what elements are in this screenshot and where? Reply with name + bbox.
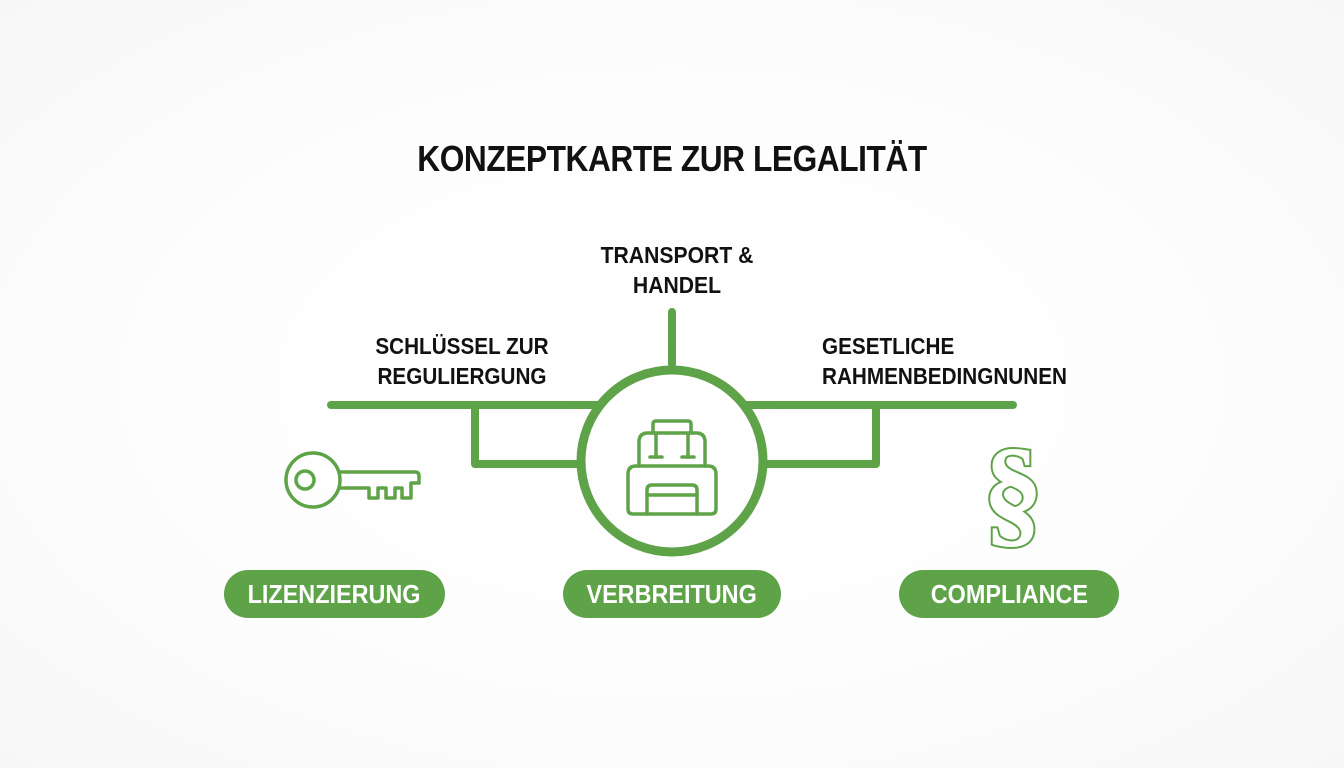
node-label-transport-line2: HANDEL bbox=[632, 272, 722, 298]
page-title: KONZEPTKARTE ZUR LEGALITÄT bbox=[417, 138, 927, 179]
backpack-icon bbox=[626, 419, 718, 516]
node-label-legal-line2: RAHMENBEDINGNUNEN bbox=[822, 363, 1067, 389]
node-label-transport: TRANSPORT & HANDEL bbox=[585, 240, 769, 300]
pill-compliance[interactable]: COMPLIANCE bbox=[899, 570, 1119, 618]
node-label-legal-line1: GESETLICHE bbox=[822, 333, 955, 359]
node-label-transport-line1: TRANSPORT & bbox=[600, 242, 754, 268]
node-label-regulation-line1: SCHLÜSSEL ZUR bbox=[375, 333, 549, 359]
paragraph-icon: § bbox=[981, 422, 1046, 561]
node-label-legal-framework: GESETLICHE RAHMENBEDINGNUNEN bbox=[822, 331, 1067, 391]
pill-compliance-label: COMPLIANCE bbox=[930, 579, 1088, 609]
node-label-regulation-line2: REGULIERGUNG bbox=[377, 363, 547, 389]
svg-text:§: § bbox=[983, 424, 1044, 559]
pill-verbreitung[interactable]: VERBREITUNG bbox=[563, 570, 781, 618]
pill-lizenzierung-label: LIZENZIERUNG bbox=[248, 579, 421, 609]
connector-bracket-right bbox=[760, 401, 880, 468]
pill-verbreitung-label: VERBREITUNG bbox=[586, 579, 758, 609]
connector-bracket-left bbox=[471, 401, 584, 468]
pill-lizenzierung[interactable]: LIZENZIERUNG bbox=[224, 570, 445, 618]
key-icon bbox=[284, 451, 421, 509]
central-circle bbox=[576, 365, 768, 557]
node-label-regulation: SCHLÜSSEL ZUR REGULIERGUNG bbox=[372, 331, 552, 391]
